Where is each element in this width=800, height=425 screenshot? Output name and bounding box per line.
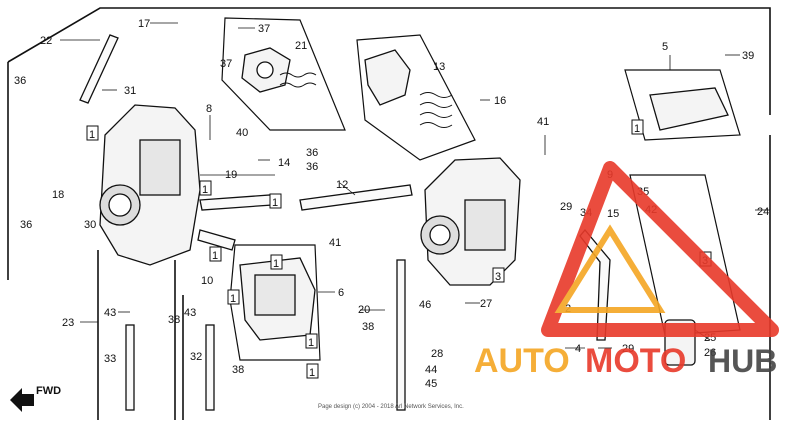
svg-text:1: 1 — [634, 123, 640, 135]
svg-text:FWD: FWD — [36, 385, 61, 397]
svg-text:14: 14 — [278, 157, 290, 169]
svg-text:29: 29 — [622, 343, 634, 355]
svg-text:8: 8 — [206, 103, 212, 115]
leader-lines — [60, 22, 770, 349]
svg-text:MOTO: MOTO — [585, 342, 686, 380]
svg-text:30: 30 — [84, 219, 96, 231]
svg-text:33: 33 — [104, 353, 116, 365]
svg-text:1: 1 — [89, 129, 95, 141]
svg-text:6: 6 — [338, 287, 344, 299]
svg-text:37: 37 — [258, 23, 270, 35]
svg-text:46: 46 — [419, 299, 431, 311]
right-carburetor — [420, 157, 521, 286]
svg-text:19: 19 — [225, 169, 237, 181]
vacuum-chamber-cover — [241, 47, 291, 93]
svg-text:1: 1 — [308, 337, 314, 349]
svg-text:40: 40 — [236, 127, 248, 139]
svg-text:22: 22 — [40, 35, 52, 47]
forward-arrow-icon: FWD — [10, 385, 61, 412]
svg-text:43: 43 — [184, 307, 196, 319]
svg-text:20: 20 — [358, 304, 370, 316]
svg-text:44: 44 — [425, 364, 437, 376]
svg-text:28: 28 — [431, 348, 443, 360]
diagram-frame — [7, 7, 771, 420]
svg-text:13: 13 — [433, 61, 445, 73]
svg-text:32: 32 — [190, 351, 202, 363]
svg-text:HUB: HUB — [708, 343, 777, 379]
svg-text:31: 31 — [124, 85, 136, 97]
svg-text:16: 16 — [494, 95, 506, 107]
svg-text:21: 21 — [295, 40, 307, 52]
copyright-text: Page design (c) 2004 - 2018 Arl Network … — [318, 404, 464, 410]
svg-text:24: 24 — [757, 206, 769, 218]
svg-text:17: 17 — [138, 18, 150, 30]
svg-text:18: 18 — [52, 189, 64, 201]
svg-text:23: 23 — [62, 317, 74, 329]
svg-text:36: 36 — [14, 75, 26, 87]
svg-text:36: 36 — [20, 219, 32, 231]
air-cutoff-cover — [649, 87, 729, 131]
svg-text:38: 38 — [362, 321, 374, 333]
svg-text:15: 15 — [607, 208, 619, 220]
hoses — [79, 34, 611, 411]
svg-text:10: 10 — [201, 275, 213, 287]
automotohub-watermark: AUTO MOTO HUB — [474, 161, 779, 380]
svg-text:36: 36 — [306, 161, 318, 173]
svg-text:26: 26 — [704, 347, 716, 359]
svg-text:43: 43 — [104, 307, 116, 319]
watermark-triangle-icon — [541, 161, 779, 337]
svg-text:39: 39 — [742, 50, 754, 62]
svg-text:29: 29 — [560, 201, 572, 213]
left-carburetor — [99, 104, 201, 266]
svg-text:38: 38 — [232, 364, 244, 376]
svg-text:1: 1 — [273, 258, 279, 270]
svg-text:1: 1 — [309, 367, 315, 379]
svg-text:1: 1 — [272, 197, 278, 209]
svg-text:AUTO: AUTO — [474, 342, 570, 380]
float-chamber — [239, 257, 316, 341]
svg-text:36: 36 — [306, 147, 318, 159]
svg-text:12: 12 — [336, 179, 348, 191]
svg-text:1: 1 — [212, 250, 218, 262]
svg-text:37: 37 — [220, 58, 232, 70]
svg-text:41: 41 — [329, 237, 341, 249]
svg-text:3: 3 — [495, 271, 501, 283]
svg-text:41: 41 — [537, 116, 549, 128]
svg-text:5: 5 — [662, 41, 668, 53]
svg-text:4: 4 — [575, 343, 581, 355]
svg-text:45: 45 — [425, 378, 437, 390]
springs — [279, 72, 453, 128]
svg-text:38: 38 — [168, 314, 180, 326]
svg-text:1: 1 — [202, 184, 208, 196]
throttle-link — [364, 49, 411, 106]
svg-text:27: 27 — [480, 298, 492, 310]
svg-text:1: 1 — [230, 293, 236, 305]
